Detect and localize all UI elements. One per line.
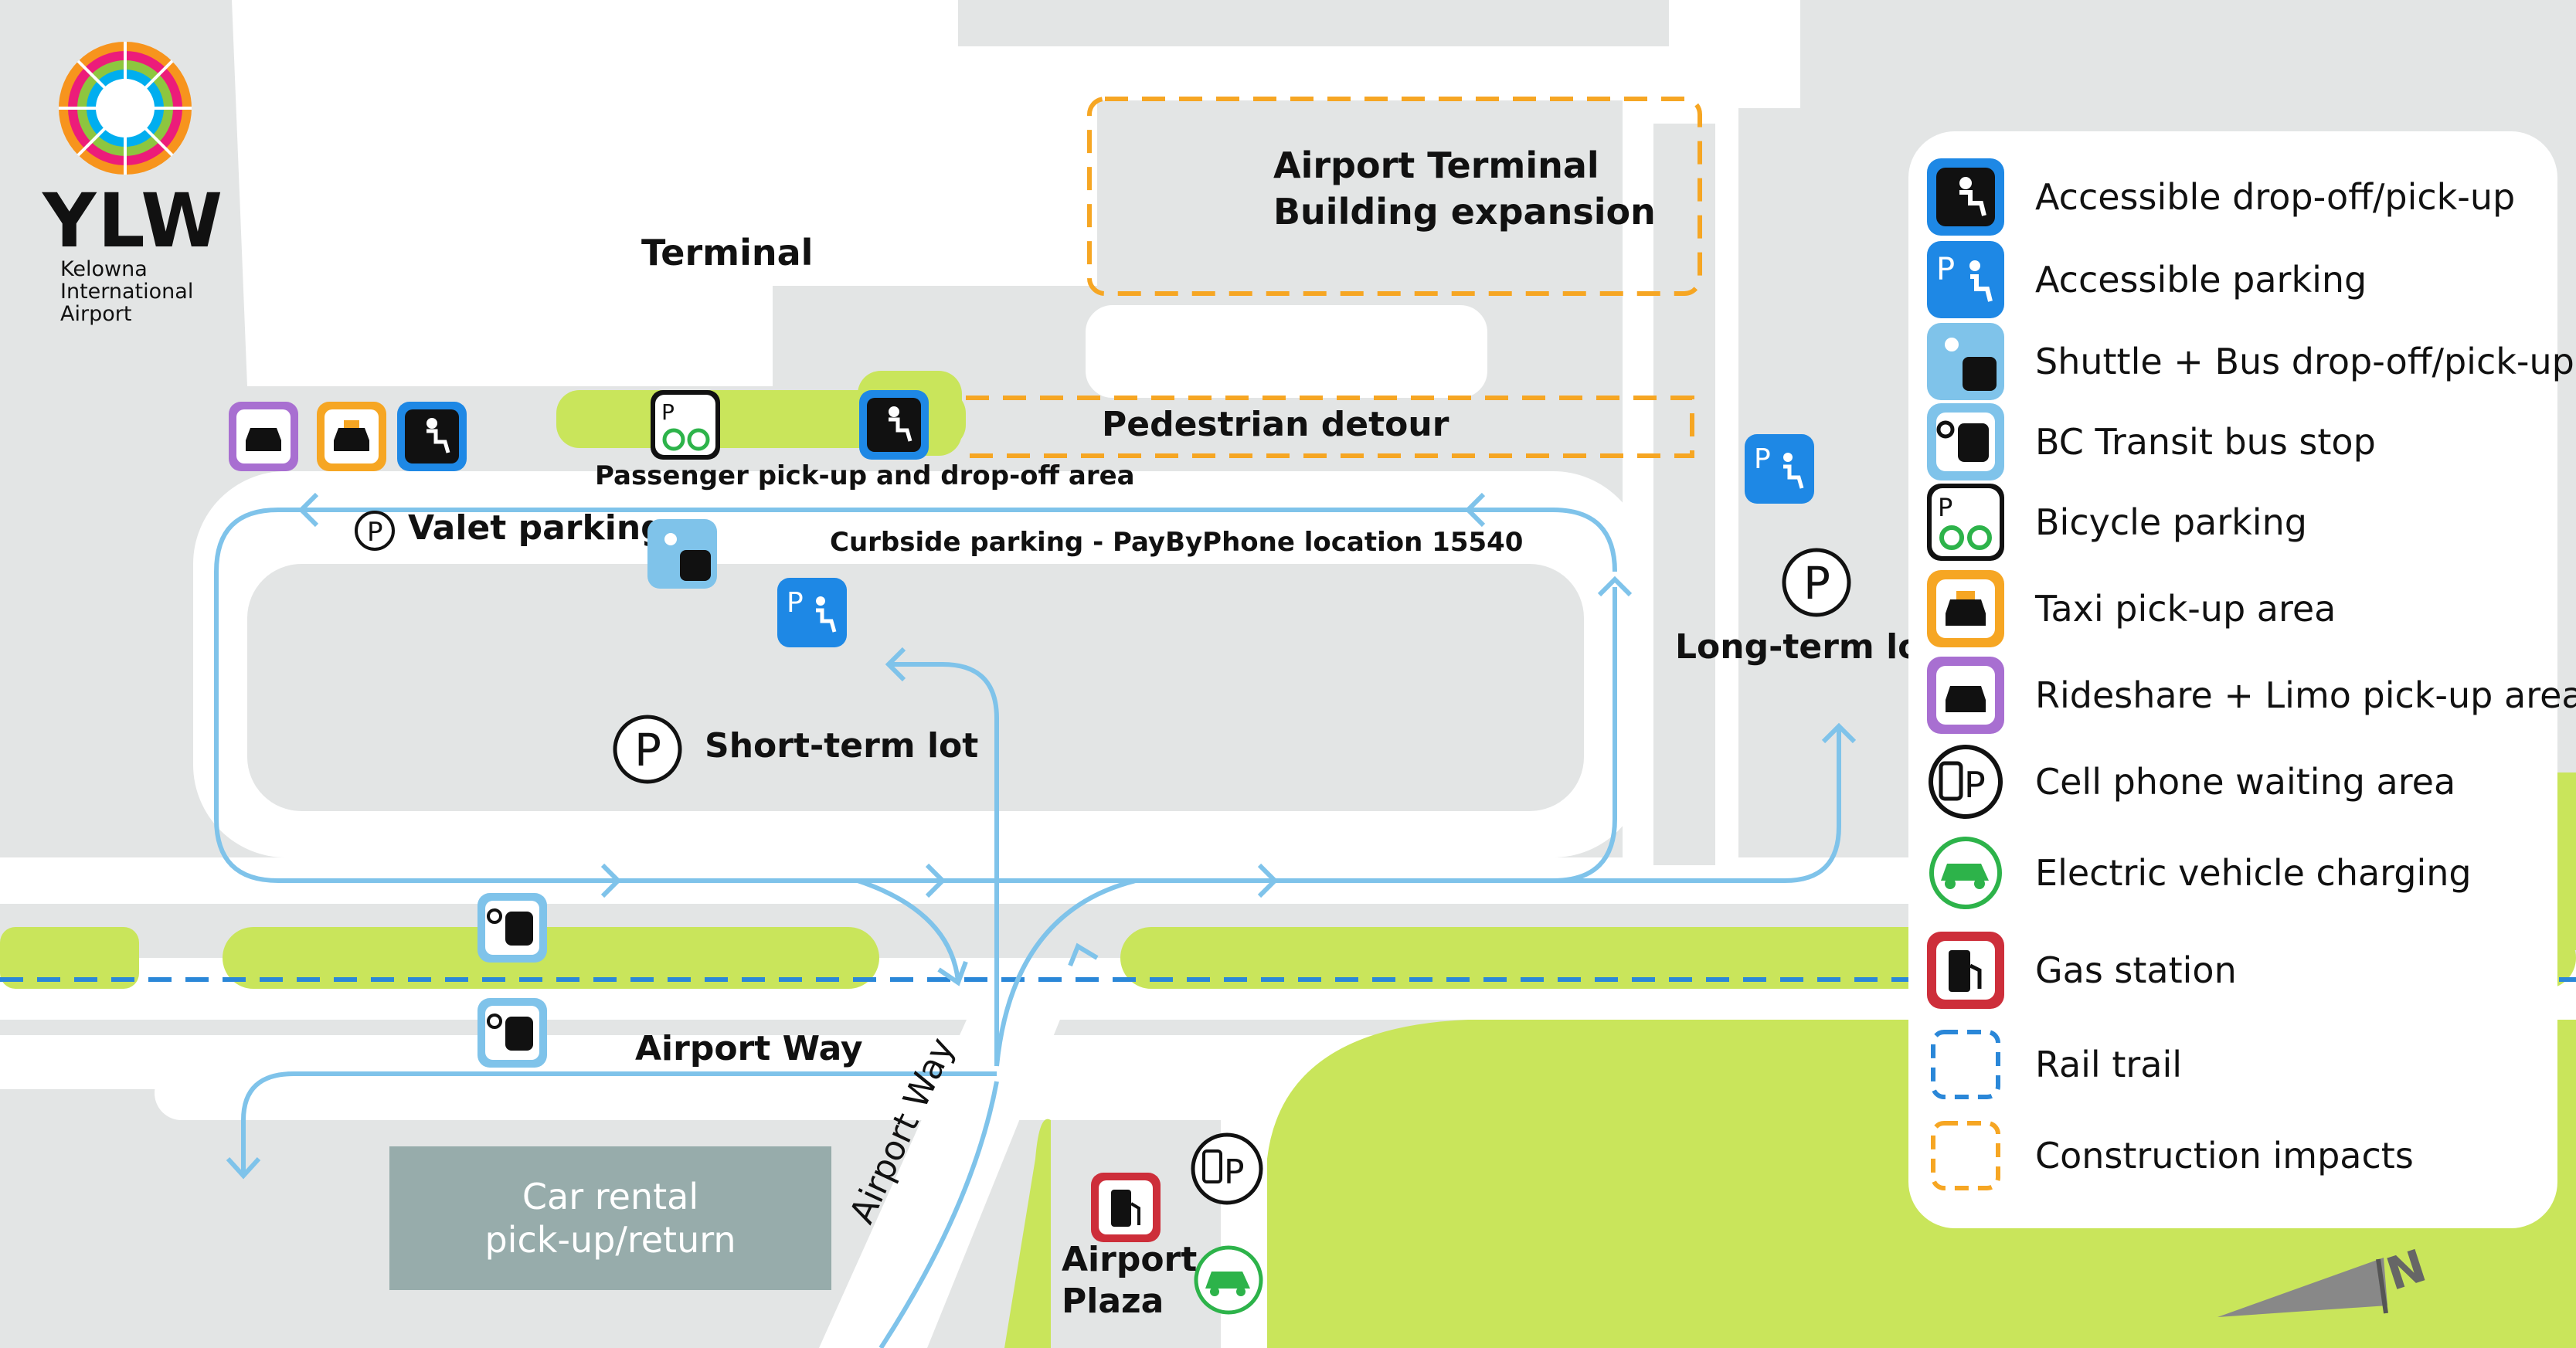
short-term-entry-route [889, 662, 999, 1066]
legend-label: BC Transit bus stop [2035, 421, 2376, 463]
construction-zones [966, 97, 1702, 458]
expansion-label: Airport Terminal Building expansion [1273, 142, 1656, 235]
shuttle-bus-icon [1927, 323, 2004, 400]
passenger-area-label: Passenger pick-up and drop-off area [595, 460, 1135, 491]
route-arrows [226, 492, 1857, 1180]
traffic-routes [214, 508, 1841, 1348]
frontage-road [155, 1066, 1445, 1120]
legend-label: Accessible parking [2035, 259, 2367, 300]
exit-route [857, 878, 960, 982]
curbside-parking-label: Curbside parking - PayByPhone location 1… [830, 527, 1524, 558]
accessible-parking-icon: P [1927, 241, 2004, 318]
accessible-dropoff-icon [1927, 158, 2004, 236]
gas-station-icon [1927, 932, 2004, 1009]
airplane-icon [595, 46, 688, 130]
expansion-line: Airport Terminal [1273, 144, 1599, 186]
legend-label: Gas station [2035, 949, 2237, 991]
airplane-icon [479, 46, 572, 130]
legend-panel: Accessible drop-off/pick-up P Accessible… [1908, 131, 2576, 1228]
car-rental-text: Car rental pick-up/return [484, 1176, 736, 1261]
short-term-lot-label: Short-term lot [705, 726, 979, 766]
bc-transit-bus-stop-icon [1927, 403, 2004, 480]
airport-plaza-label: Airport Plaza [1062, 1240, 1198, 1321]
rail-trail-icon [1931, 1030, 2000, 1099]
cell-phone-waiting-icon: P [1929, 745, 2003, 819]
ylw-brand: YLW [42, 178, 225, 264]
pedestrian-detour-label: Pedestrian detour [1102, 405, 1449, 444]
ev-charging-icon [1929, 837, 2002, 909]
legend-label: Bicycle parking [2035, 501, 2307, 543]
svg-text:P: P [1938, 493, 1952, 522]
pedestrian-detour-zone [966, 396, 1694, 458]
terminal-loop-route [214, 508, 1617, 883]
airport-way-label: Airport Way [635, 1029, 863, 1068]
long-term-route [1514, 726, 1841, 883]
legend-label: Construction impacts [2035, 1135, 2414, 1177]
airport-way-ramp [819, 1004, 1066, 1348]
construction-impacts-icon [1931, 1121, 2000, 1190]
expansion-line: Building expansion [1273, 191, 1656, 233]
legend-label: Rail trail [2035, 1044, 2183, 1085]
logo-subtitle-line: Airport [60, 302, 132, 326]
legend-label: Electric vehicle charging [2035, 852, 2472, 894]
valet-parking-label: Valet parking [408, 508, 665, 548]
entry-route [994, 878, 1137, 1067]
airplane-icon [707, 46, 800, 130]
svg-text:P: P [1964, 764, 1986, 806]
north-arrow [2217, 1258, 2388, 1317]
legend-label: Accessible drop-off/pick-up [2035, 176, 2516, 218]
ylw-logo-icon [59, 42, 192, 175]
terminal-expansion-zone [1087, 97, 1702, 296]
airplane-icon [819, 35, 912, 118]
airport-way-route [878, 1081, 999, 1348]
short-term-lot-area [247, 564, 1584, 811]
svg-text:P: P [1936, 252, 1955, 287]
apron-area [1731, 0, 1800, 108]
legend-label: Shuttle + Bus drop-off/pick-up [2035, 341, 2574, 382]
logo-subtitle-line: Kelowna [60, 257, 148, 281]
taxi-icon [1927, 570, 2004, 647]
airplane-icons [479, 35, 912, 130]
logo-subtitle-line: International [60, 280, 194, 304]
legend-label: Taxi pick-up area [2035, 588, 2336, 630]
logo-subtitle: Kelowna International Airport [60, 258, 193, 325]
rideshare-limo-icon [1927, 657, 2004, 734]
legend-label: Cell phone waiting area [2035, 761, 2456, 803]
bicycle-parking-icon: P [1927, 484, 2004, 561]
rental-route [241, 1071, 997, 1174]
legend-label: Rideshare + Limo pick-up area [2035, 674, 2576, 716]
car-rental-label: Car rental pick-up/return [389, 1146, 831, 1290]
service-road [1078, 297, 1495, 406]
terminal-label: Terminal [641, 232, 814, 273]
long-term-lot-label: Long-term lot [1675, 627, 1938, 667]
